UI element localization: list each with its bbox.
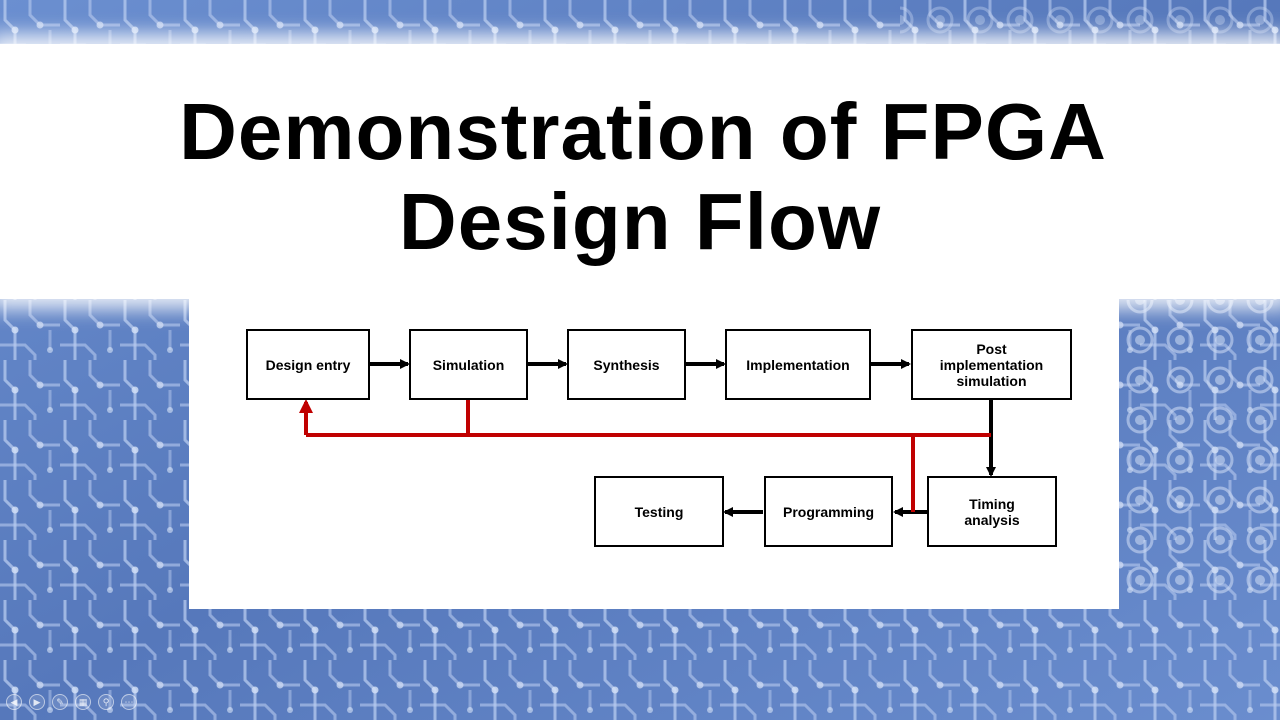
slide-title-line-2: Design Flow bbox=[398, 177, 882, 266]
node-timing-analysis: Timing analysis bbox=[927, 476, 1057, 547]
zoom-icon[interactable]: ⚲ bbox=[98, 694, 114, 710]
more-icon[interactable]: ⋯ bbox=[121, 694, 137, 710]
node-programming: Programming bbox=[764, 476, 893, 547]
title-band bbox=[0, 44, 1280, 299]
player-controls: ◀ ▶ ✎ ▦ ⚲ ⋯ bbox=[6, 694, 137, 714]
next-icon[interactable]: ▶ bbox=[29, 694, 45, 710]
prev-icon[interactable]: ◀ bbox=[6, 694, 22, 710]
node-synthesis: Synthesis bbox=[567, 329, 686, 400]
slides-icon[interactable]: ▦ bbox=[75, 694, 91, 710]
node-post-implementation-simulation: Post implementation simulation bbox=[911, 329, 1072, 400]
slide-title-line-1: Demonstration of FPGA bbox=[179, 87, 1107, 176]
node-simulation: Simulation bbox=[409, 329, 528, 400]
pen-icon[interactable]: ✎ bbox=[52, 694, 68, 710]
node-design-entry: Design entry bbox=[246, 329, 370, 400]
node-testing: Testing bbox=[594, 476, 724, 547]
node-implementation: Implementation bbox=[725, 329, 871, 400]
